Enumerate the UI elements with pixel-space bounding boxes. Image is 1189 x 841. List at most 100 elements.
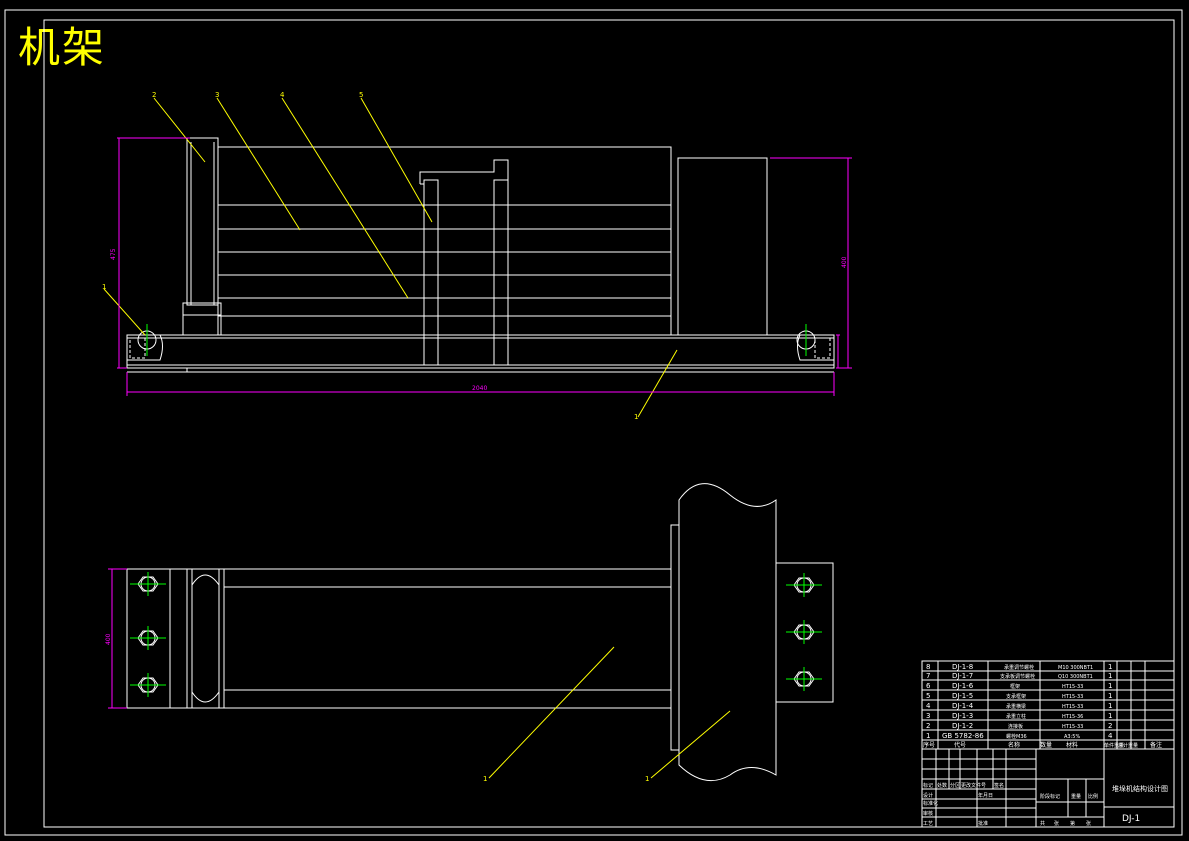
tb-label: 分区: [950, 782, 960, 789]
bom-name: 框架: [1010, 683, 1020, 690]
tb-label: 标准化: [923, 800, 938, 807]
tb-label: 工艺: [923, 821, 933, 827]
bom-no: 7: [926, 672, 930, 680]
bom-table: [921, 660, 1175, 750]
plan-centerlines: [130, 572, 822, 697]
tb-label: 共: [1040, 820, 1045, 827]
tb-label: 阶段标记: [1040, 793, 1060, 800]
front-balloons: 2 3 4 5 1 1: [102, 91, 638, 421]
bom-header-cell: 名称: [1008, 741, 1020, 749]
bom-material: Q10 300NBT1: [1058, 674, 1093, 680]
plan-view: [126, 483, 834, 782]
bom-material: HT15-33: [1062, 724, 1083, 730]
bom-name: 支承框架: [1006, 693, 1026, 700]
bom-header-cell: 单件重量: [1104, 742, 1124, 749]
bom-no: 6: [926, 682, 931, 690]
tb-label: 处数: [937, 782, 947, 789]
bom-no: 8: [926, 663, 930, 671]
bom-code: DJ-1-7: [952, 672, 973, 680]
bom-name: 螺栓M36: [1006, 733, 1027, 740]
inner-border: [43, 19, 1175, 828]
bom-no: 5: [926, 692, 930, 700]
bom-material: HT15-33: [1062, 684, 1083, 690]
bom-qty: 4: [1108, 732, 1113, 740]
bom-no: 3: [926, 712, 930, 720]
bom-code: GB 5782-86: [942, 732, 984, 740]
front-dims: [117, 137, 852, 396]
right-housing: [677, 157, 768, 336]
tb-label: 比例: [1088, 793, 1098, 800]
bom-no: 2: [926, 722, 930, 730]
balloon-1a: 1: [102, 283, 106, 291]
bom-header-cell: 备注: [1150, 741, 1162, 749]
bom-code: DJ-1-2: [952, 722, 973, 730]
front-centerlines: [146, 324, 807, 356]
tb-label: 设计: [923, 792, 933, 799]
plan-balloon-1b: 1: [645, 775, 649, 783]
carriage-right-upright: [493, 179, 509, 366]
bom-name: 承重立柱: [1006, 713, 1026, 720]
plan-balloons: 1 1: [483, 775, 649, 783]
left-column: [186, 137, 219, 306]
balloon-4: 4: [280, 91, 285, 99]
plan-dims: [108, 568, 127, 709]
plan-leaders: [488, 646, 731, 779]
main-frame: [217, 146, 672, 336]
plan-dim-height: 400: [105, 633, 112, 645]
plan-right-block: [775, 562, 834, 703]
outer-border: [4, 9, 1183, 836]
bom-header-cell: 材料: [1066, 741, 1078, 749]
bom-qty: 1: [1108, 663, 1112, 671]
bom-no: 4: [926, 702, 931, 710]
tb-drawing-no: DJ-1: [1122, 814, 1140, 824]
title-block-labels: 标记 处数 分区 更改文件号 签名 年月日 设计 标准化 审核 工艺 批准 阶段…: [923, 782, 1098, 827]
bom-material: A3:5%: [1064, 734, 1080, 740]
tb-label: 张: [1086, 820, 1091, 827]
tb-label: 张: [1054, 820, 1059, 827]
bom-code: DJ-1-8: [952, 663, 973, 671]
bom-material: M10 300NBT1: [1058, 665, 1093, 671]
bom-code: DJ-1-6: [952, 682, 974, 690]
bom-name: 承重调节螺栓: [1004, 664, 1034, 671]
plan-balloon-1a: 1: [483, 775, 487, 783]
front-view: [126, 137, 835, 373]
bom-qty: 1: [1108, 692, 1112, 700]
bom-material: HT15-33: [1062, 694, 1083, 700]
plan-column-broken: [678, 483, 777, 782]
bom-name: 连接板: [1008, 723, 1023, 730]
tb-drawing-title: 堆垛机结构设计图: [1112, 784, 1168, 793]
drawing-title-main: 机架: [18, 23, 107, 72]
bom-header-cell: 序号: [923, 741, 935, 749]
front-dim-text: 475 400 2040: [110, 248, 848, 392]
dim-right-height: 400: [841, 256, 848, 268]
bom-qty: 1: [1108, 712, 1112, 720]
balloon-2: 2: [152, 91, 156, 99]
bom-qty: 1: [1108, 702, 1112, 710]
tb-label: 更改文件号: [961, 782, 986, 789]
plan-wheel: [186, 568, 225, 709]
bom-header-cell: 数量: [1040, 741, 1052, 749]
bom-qty: 1: [1108, 672, 1112, 680]
plan-bolts: [137, 576, 815, 693]
balloon-3: 3: [215, 91, 219, 99]
bom-qty: 2: [1108, 722, 1112, 730]
tb-label: 第: [1070, 820, 1075, 827]
bom-no: 1: [926, 732, 930, 740]
bom-header: 序号 代号 名称 数量 材料 单件重量 总计重量 备注: [923, 741, 1162, 749]
bom-name: 支承板调节螺栓: [1000, 673, 1035, 680]
tb-label: 标记: [923, 782, 933, 789]
front-leaders: [103, 97, 678, 418]
balloon-1b: 1: [634, 413, 638, 421]
bom-header-cell: 总计重量: [1118, 742, 1138, 749]
dim-width: 2040: [472, 385, 487, 392]
title-block: [921, 748, 1175, 828]
bom-rows: 8 DJ-1-8 承重调节螺栓 M10 300NBT1 1 7 DJ-1-7 支…: [926, 663, 1113, 740]
tb-label: 批准: [978, 820, 988, 827]
bom-material: HT15-33: [1062, 704, 1083, 710]
balloon-5: 5: [359, 91, 363, 99]
base-rail: [126, 334, 835, 369]
carriage-left-upright: [423, 179, 439, 366]
tb-label: 年月日: [978, 792, 993, 799]
tb-label: 审核: [923, 810, 933, 817]
